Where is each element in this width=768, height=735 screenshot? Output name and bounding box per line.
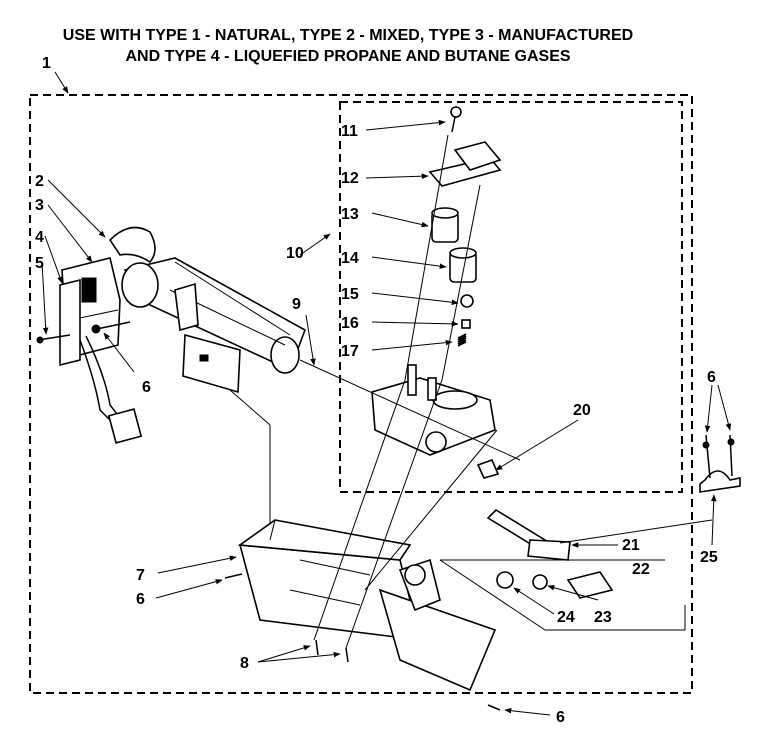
callout-6-bottom: 6 <box>556 709 565 726</box>
callout-5: 5 <box>35 255 44 272</box>
callout-22: 22 <box>632 561 650 578</box>
callout-25: 25 <box>700 549 718 566</box>
callout-3: 3 <box>35 197 44 214</box>
callout-6-right: 6 <box>707 369 716 386</box>
callout-9: 9 <box>292 296 301 313</box>
callout-6-bracket: 6 <box>136 591 145 608</box>
clamp-part <box>699 434 741 493</box>
callout-7: 7 <box>136 567 145 584</box>
callout-15: 15 <box>341 286 359 303</box>
diagram-title-line-2: AND TYPE 4 - LIQUEFIED PROPANE AND BUTAN… <box>125 48 571 65</box>
callout-23: 23 <box>594 609 612 626</box>
callout-17: 17 <box>341 343 359 360</box>
callout-21: 21 <box>622 537 640 554</box>
burner-tube-assembly <box>36 226 306 540</box>
callout-1: 1 <box>42 55 51 72</box>
callout-8: 8 <box>240 655 249 672</box>
callout-6-left: 6 <box>142 379 151 396</box>
gas-pipe-parts <box>486 508 614 599</box>
callout-10: 10 <box>286 245 304 262</box>
assembly-boundary <box>29 94 693 694</box>
callout-4: 4 <box>35 229 44 246</box>
callout-20: 20 <box>573 402 591 419</box>
callout-13: 13 <box>341 206 359 223</box>
leader-arrows <box>41 71 732 716</box>
callout-2: 2 <box>35 173 44 190</box>
gas-valve-assembly <box>371 106 502 479</box>
callout-14: 14 <box>341 250 359 267</box>
callout-11: 11 <box>341 123 358 140</box>
callout-24: 24 <box>557 609 575 626</box>
valve-assembly-boundary <box>339 101 683 493</box>
callout-12: 12 <box>341 170 359 187</box>
diagram-title-line-1: USE WITH TYPE 1 - NATURAL, TYPE 2 - MIXE… <box>62 27 634 44</box>
callout-16: 16 <box>341 315 359 332</box>
burner-base-bracket <box>237 519 497 692</box>
part-22-boundary <box>439 559 686 631</box>
